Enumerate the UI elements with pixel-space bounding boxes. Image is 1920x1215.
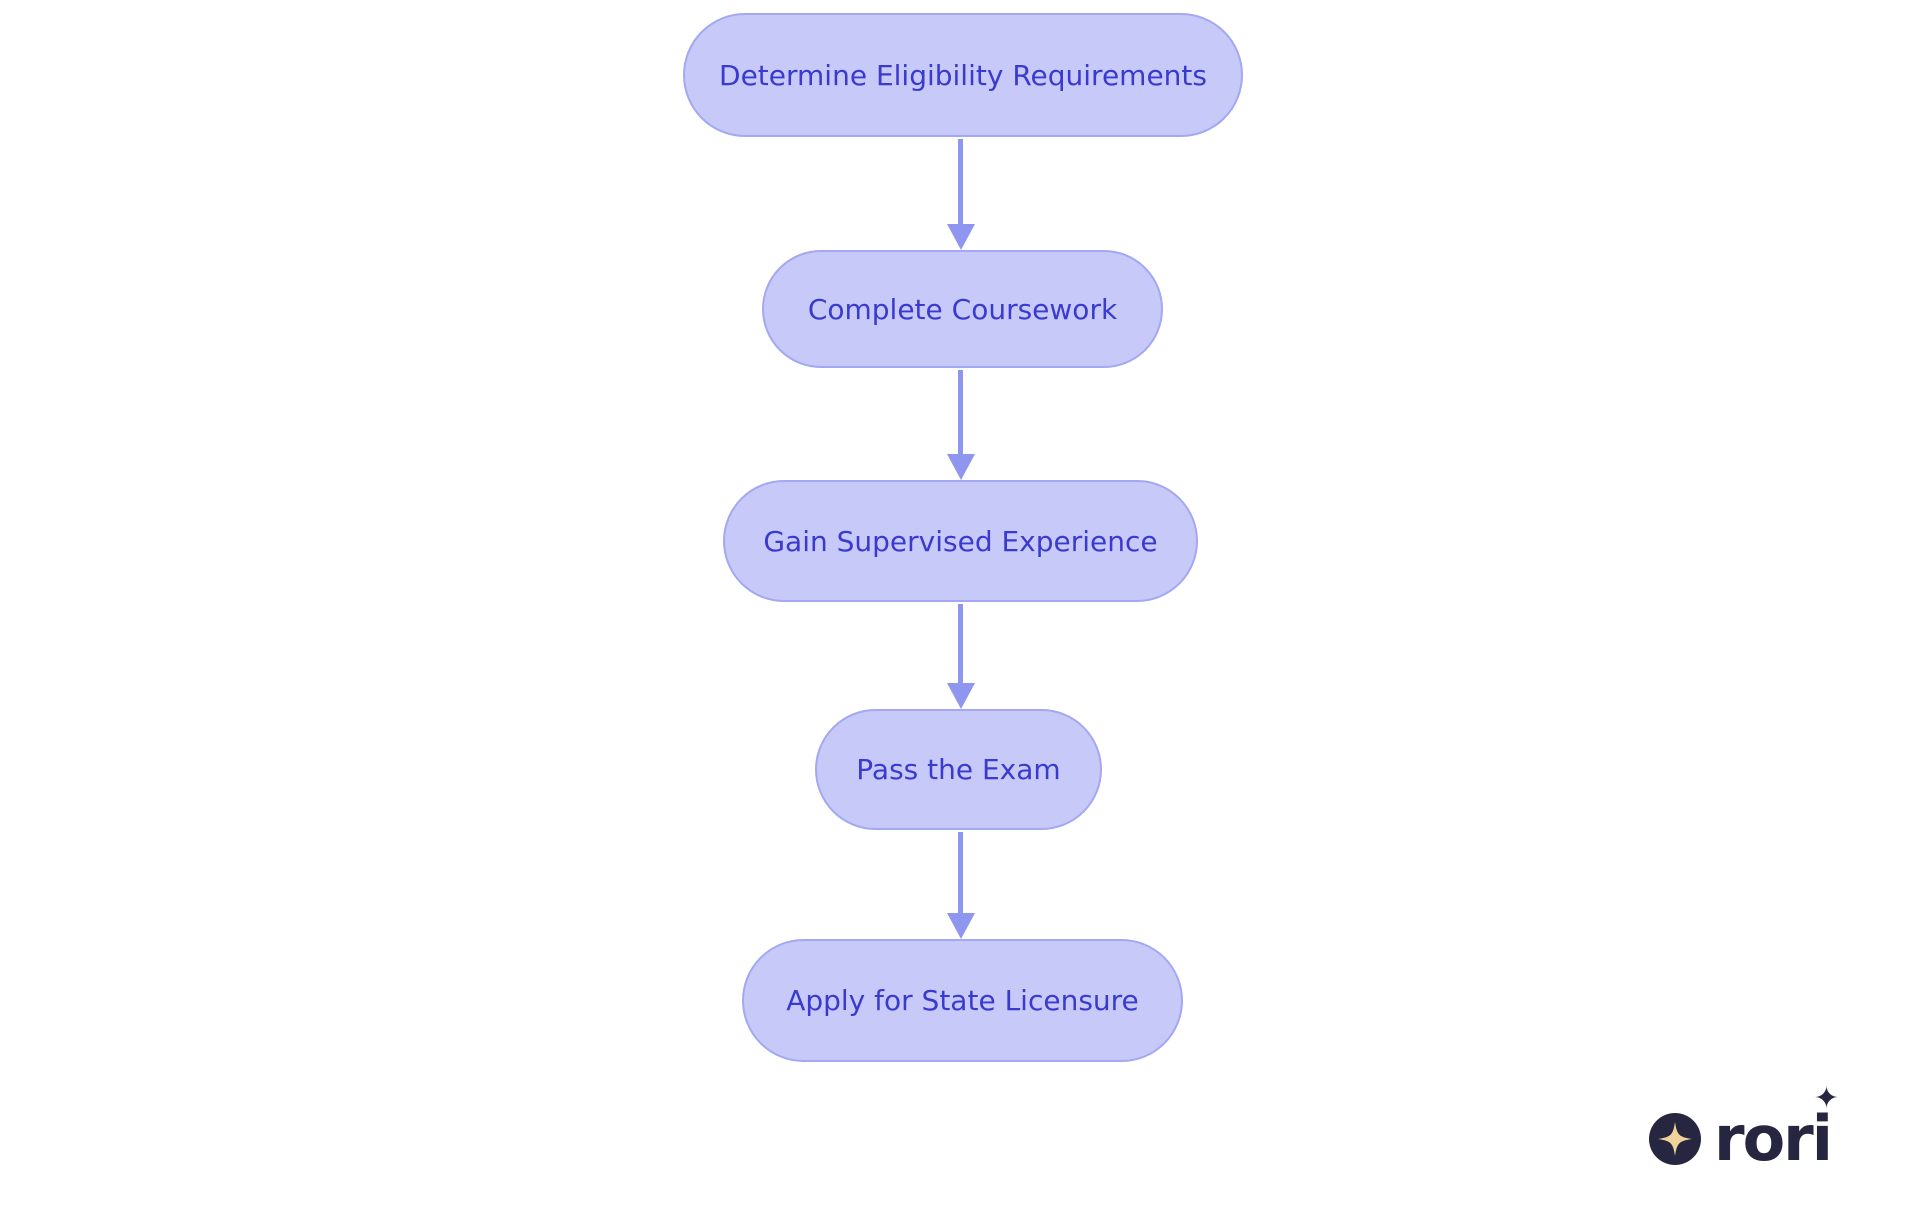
flow-arrow-line <box>958 139 963 224</box>
flow-node-label: Apply for State Licensure <box>786 984 1139 1017</box>
flow-arrow-line <box>958 832 963 913</box>
flow-arrow-head-icon <box>947 913 975 939</box>
flow-node-label: Gain Supervised Experience <box>763 524 1158 558</box>
rori-logo-mark-sparkle-circle-icon <box>1649 1113 1701 1165</box>
rori-logo-text: rori <box>1714 1102 1833 1175</box>
flow-node-complete-coursework: Complete Coursework <box>762 250 1163 368</box>
flow-node-label: Complete Coursework <box>807 292 1118 326</box>
flow-node-label: Determine Eligibility Requirements <box>719 58 1207 92</box>
flow-arrow-head-icon <box>947 454 975 480</box>
flow-node-label: Pass the Exam <box>856 753 1061 786</box>
flow-node-pass-the-exam: Pass the Exam <box>815 709 1102 830</box>
flow-arrow-head-icon <box>947 683 975 709</box>
sparkle-icon: ✦ <box>1813 1081 1839 1116</box>
rori-logo: rori ✦ <box>1648 1084 1839 1170</box>
flow-arrow-line <box>958 370 963 454</box>
flow-node-gain-supervised-experience: Gain Supervised Experience <box>723 480 1198 602</box>
rori-logo-text-wrap: rori ✦ <box>1714 1084 1839 1170</box>
flow-arrow-head-icon <box>947 224 975 250</box>
flow-node-determine-eligibility: Determine Eligibility Requirements <box>683 13 1243 137</box>
flow-node-apply-for-state-licensure: Apply for State Licensure <box>742 939 1183 1062</box>
flow-arrow-line <box>958 604 963 683</box>
